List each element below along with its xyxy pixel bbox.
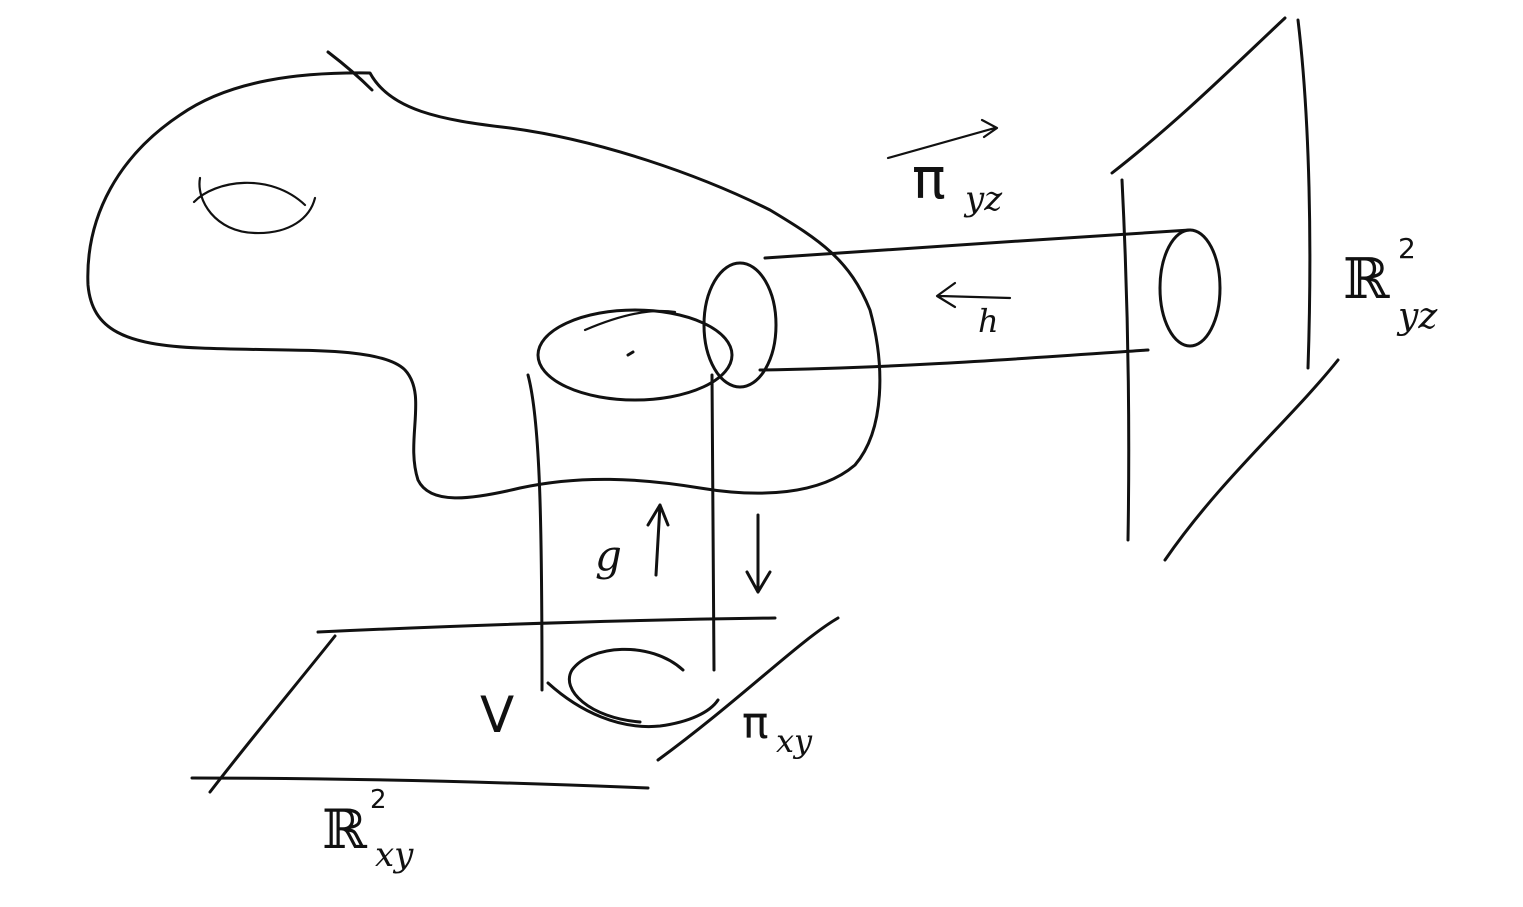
arrow-g <box>646 503 670 577</box>
plane-yz-bottom-edge <box>1163 358 1340 562</box>
tube-xy-left <box>526 373 544 692</box>
label-r2-xy-sup: 2 <box>370 785 387 815</box>
tube-yz-far-end <box>1158 228 1222 348</box>
label-pi-yz-sub: yz <box>963 179 1003 219</box>
arrow-down <box>745 513 772 594</box>
local-disc <box>536 308 734 402</box>
surface-hole-upper <box>192 181 307 207</box>
plane-xy-back-edge <box>316 616 777 634</box>
arrow-h <box>935 281 1012 309</box>
label-pi-xy-sub: xy <box>776 722 813 760</box>
plane-yz-right-edge <box>1296 18 1312 370</box>
label-g: g <box>595 531 622 580</box>
disc-v-upper <box>567 647 685 724</box>
label-r2-xy: ℝ <box>322 798 368 861</box>
label-v: V <box>480 686 514 744</box>
surface-outline <box>86 71 882 500</box>
pi-yz-overarrow <box>886 118 999 160</box>
surface-top-edge <box>326 50 374 92</box>
local-disc-center-dot <box>626 350 635 357</box>
label-r2-yz: ℝ <box>1343 247 1391 312</box>
tube-yz-near-end <box>702 261 778 389</box>
plane-xy-front-edge <box>190 776 650 790</box>
tube-xy-right <box>710 373 716 672</box>
tube-yz-top <box>763 228 1192 260</box>
plane-yz-top-edge <box>1110 16 1287 175</box>
label-r2-yz-sup: 2 <box>1398 232 1416 265</box>
plane-xy-left-edge <box>208 634 337 794</box>
plane-yz-left-edge <box>1120 178 1131 542</box>
tube-yz-bottom <box>758 348 1150 372</box>
label-pi-yz: π <box>912 147 946 212</box>
label-r2-yz-sub: yz <box>1396 296 1438 337</box>
disc-v-lower <box>546 681 720 729</box>
label-r2-xy-sub: xy <box>375 835 414 875</box>
label-pi-xy: π <box>742 698 769 749</box>
local-disc-inner-stroke <box>583 309 677 332</box>
plane-xy-right-edge <box>656 616 840 762</box>
surface-hole-lower <box>198 176 317 235</box>
label-h: h <box>978 302 999 340</box>
